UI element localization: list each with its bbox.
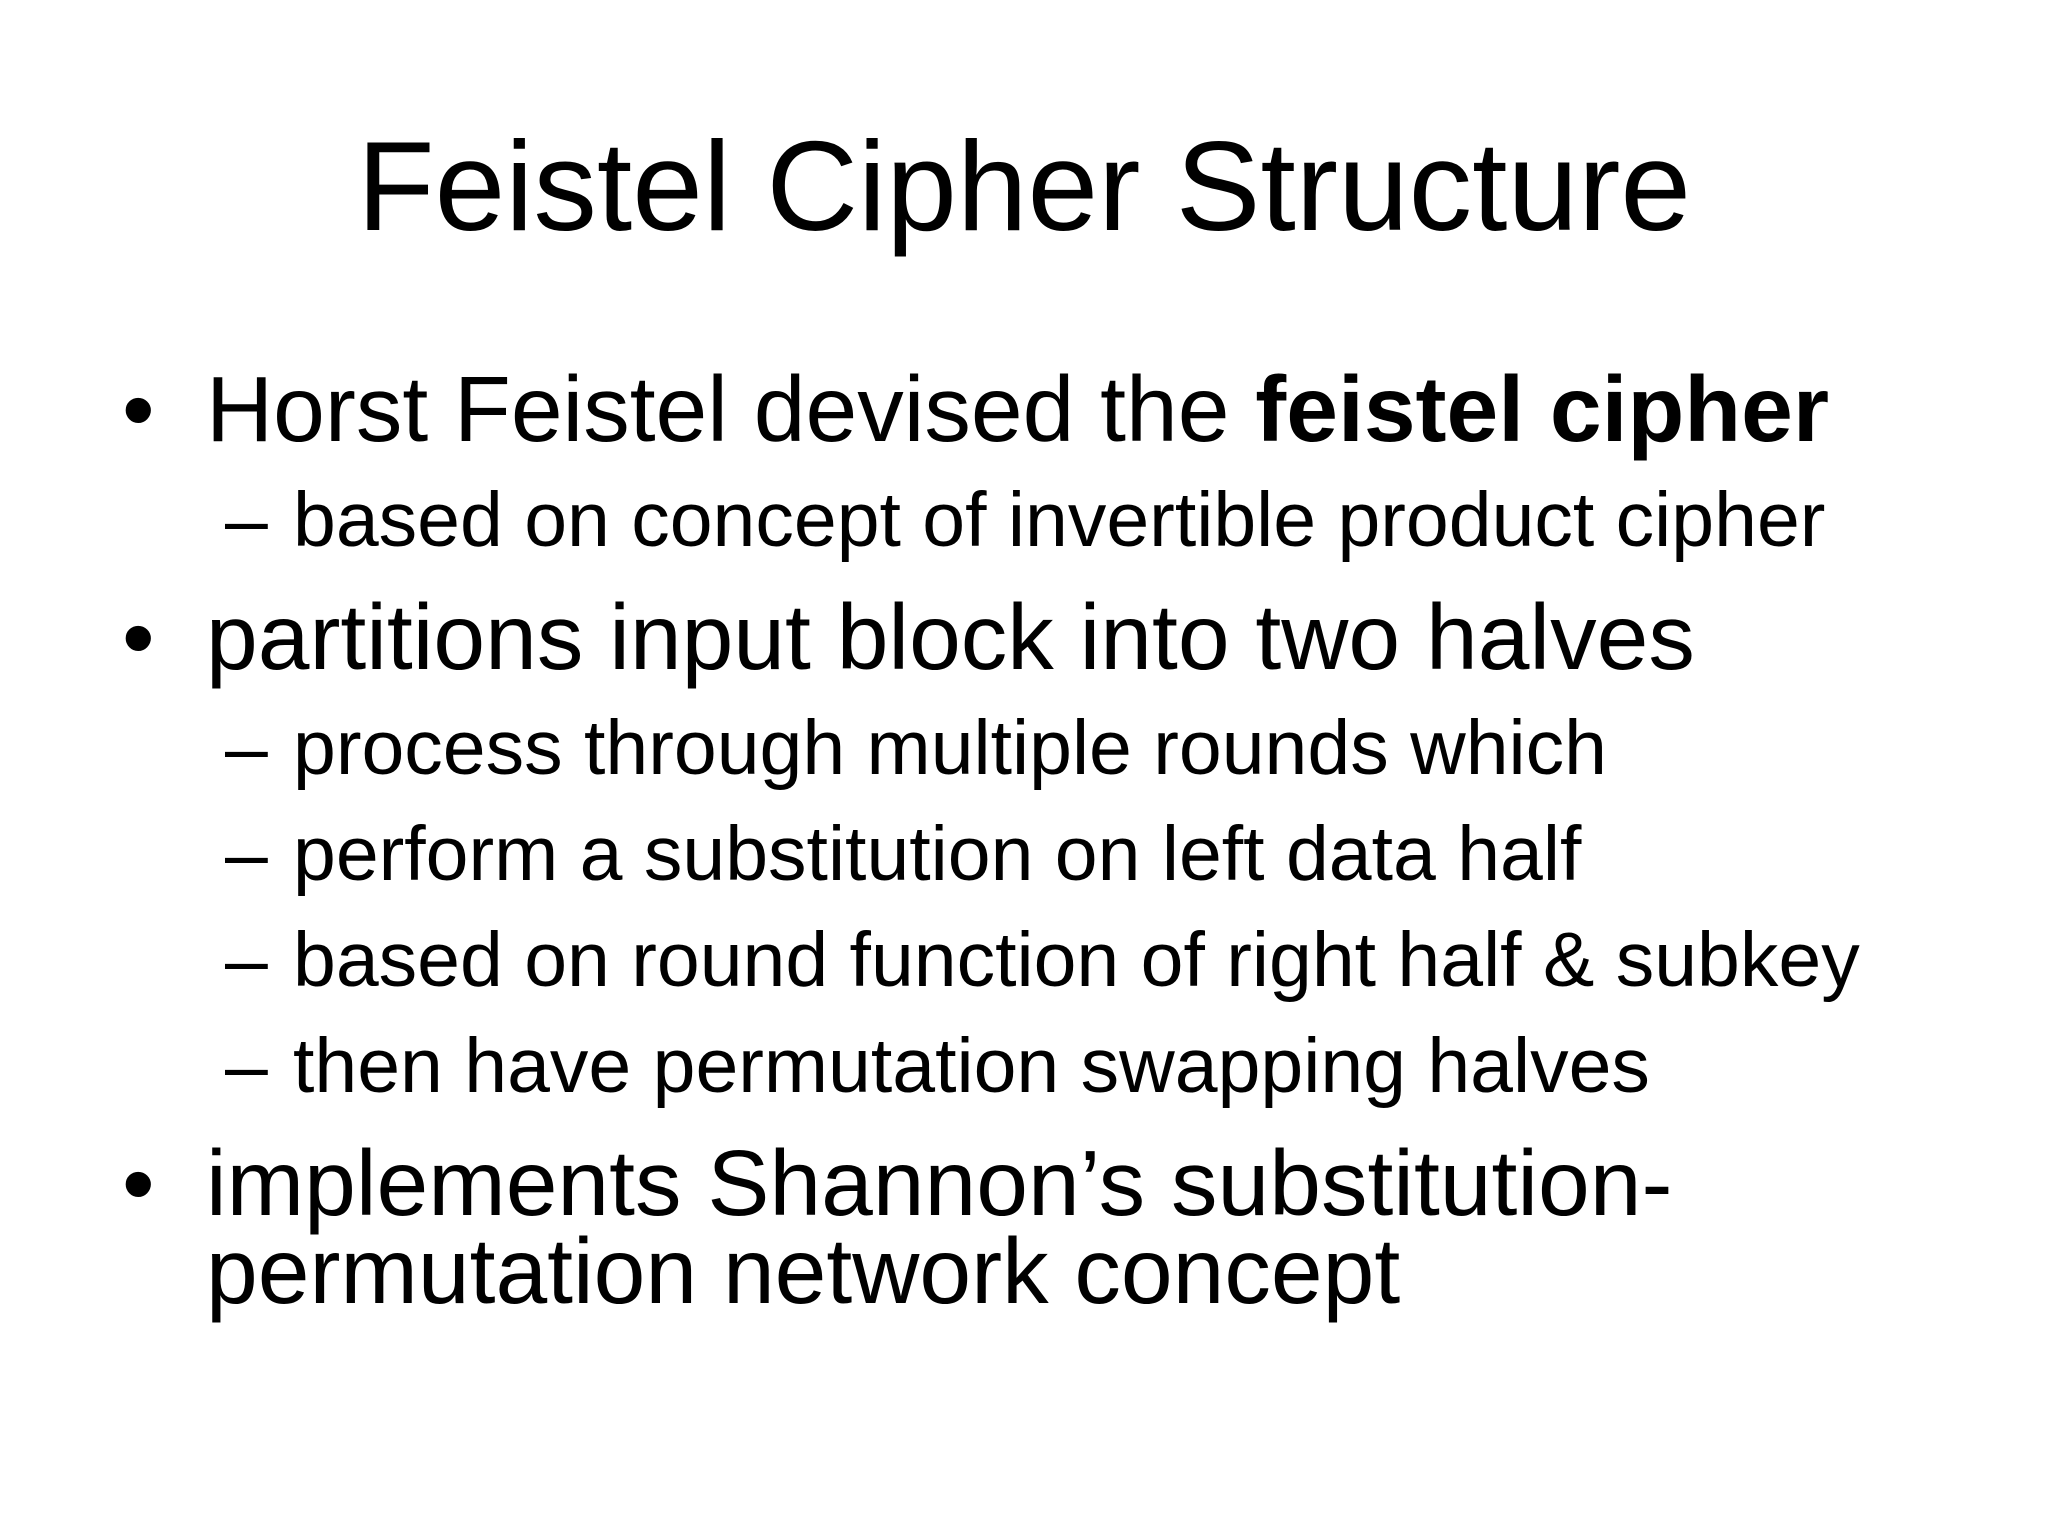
bullet-text: implements Shannon’s substitution-permut… <box>206 1131 1673 1323</box>
bullet-text: perform a substitution on left data half <box>293 811 1582 897</box>
bullet-item: •implements Shannon’s substitution-permu… <box>0 1131 1978 1318</box>
bullet-text: based on concept of invertible product c… <box>293 477 1826 563</box>
sub-bullet-item: –process through multiple rounds which <box>0 710 1978 787</box>
bullet-item: • partitions input block into two halves <box>0 585 1978 689</box>
bullet-text: process through multiple rounds which <box>293 705 1607 791</box>
bullet-text: partitions input block into two halves <box>206 585 1695 689</box>
bullet-list: • Horst Feistel devised the feistel ciphe… <box>0 357 2048 1318</box>
sub-bullet-item: –perform a substitution on left data hal… <box>0 816 1978 893</box>
bullet-text-bold: feistel cipher <box>1255 357 1830 461</box>
sub-bullet-item: –then have permutation swapping halves <box>0 1028 1978 1105</box>
dash-marker: – <box>225 811 268 897</box>
dash-marker: – <box>225 705 268 791</box>
sub-bullet-item: –based on round function of right half &… <box>0 922 1978 999</box>
dash-marker: – <box>225 477 268 563</box>
bullet-text: Horst Feistel devised the <box>206 357 1256 461</box>
bullet-dot-marker: • <box>122 357 155 461</box>
dash-marker: – <box>225 917 268 1003</box>
bullet-text: based on round function of right half & … <box>293 917 1860 1003</box>
bullet-text: then have permutation swapping halves <box>293 1023 1650 1109</box>
bullet-dot-marker: • <box>122 585 155 689</box>
slide-title: Feistel Cipher Structure <box>357 115 1691 257</box>
sub-bullet-item: –based on concept of invertible product … <box>0 482 1978 559</box>
bullet-dot-marker: • <box>122 1131 155 1235</box>
dash-marker: – <box>225 1023 268 1109</box>
bullet-item: • Horst Feistel devised the feistel ciphe… <box>0 357 1978 461</box>
